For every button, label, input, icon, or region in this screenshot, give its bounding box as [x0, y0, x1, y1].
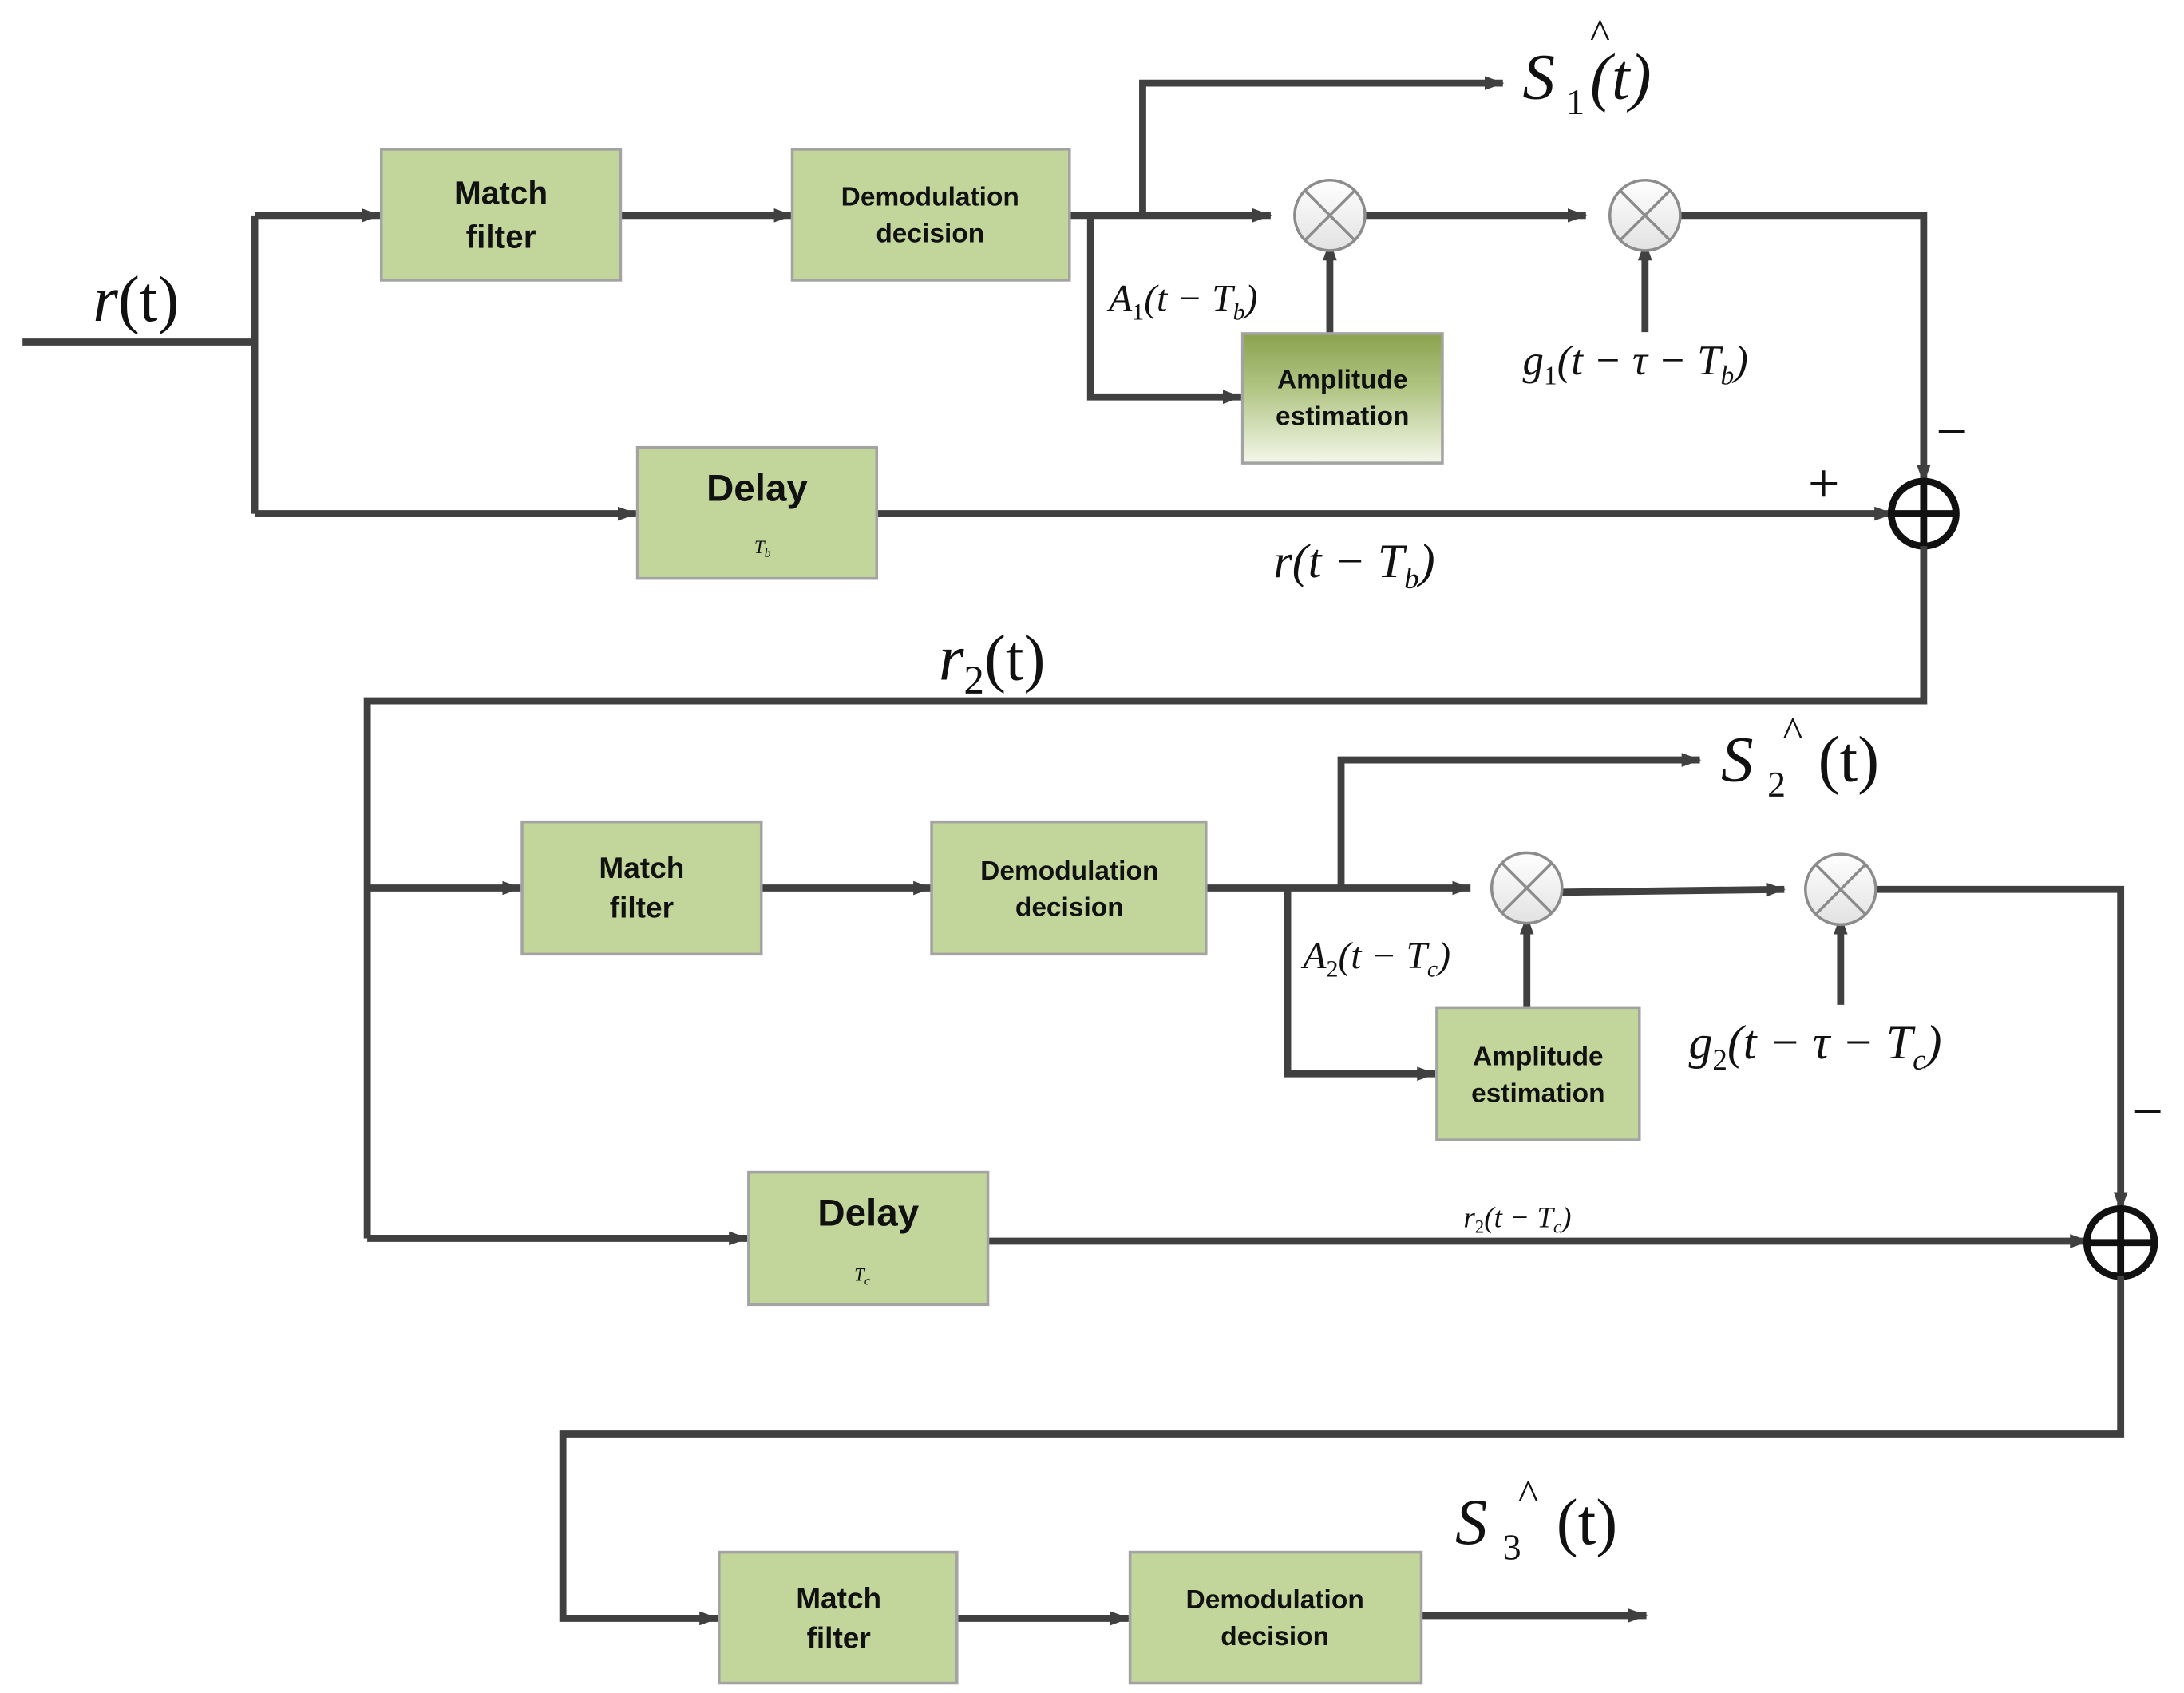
output-s2-label: S 2 ^ (t): [1721, 709, 1879, 804]
svg-text:(t): (t): [1557, 1486, 1618, 1558]
svg-text:S: S: [1455, 1486, 1488, 1558]
match-filter-block-2: Match filter: [520, 820, 763, 956]
sum-2-minus-sign: −: [2131, 1081, 2163, 1143]
delay-block-2: Delay Tc: [747, 1170, 990, 1307]
demodulation-block-2: Demodulation decision: [930, 820, 1208, 956]
summing-junction-2: [2083, 1205, 2158, 1280]
stage-1-wires: [22, 76, 1931, 521]
output-s1-label: S 1 ^ (t): [1522, 11, 1651, 122]
amp-est-label-line1: Amplitude: [1277, 366, 1408, 395]
amp-signal-a2-label: A2(t − Tc): [1300, 936, 1450, 983]
svg-text:^: ^: [1783, 709, 1803, 755]
g1-signal-label: g1(t − τ − Tb): [1522, 338, 1747, 390]
r2-signal-label: r2(t): [939, 623, 1046, 704]
input-signal-label: r(t): [93, 263, 179, 335]
svg-text:decision: decision: [1221, 1622, 1329, 1651]
match-filter-label-line1: Match: [454, 175, 548, 212]
svg-text:filter: filter: [807, 1620, 871, 1654]
svg-text:estimation: estimation: [1471, 1078, 1604, 1108]
stage-3: Match filter Demodulation decision S 3 ^…: [718, 1472, 1648, 1685]
demod-label-line2: decision: [876, 219, 984, 248]
summing-junction-1: [1887, 477, 1960, 550]
wire-residual-r2: [363, 546, 1928, 1239]
svg-text:filter: filter: [610, 891, 674, 924]
wire-mult-2a-to-mult-2b: [1560, 882, 1786, 897]
svg-text:decision: decision: [1015, 893, 1124, 923]
svg-text:S: S: [1522, 42, 1555, 113]
svg-text:2: 2: [1767, 764, 1786, 805]
stage-2-wires: [367, 753, 2128, 1248]
delay-param-tb: Tb: [754, 537, 771, 560]
delay-label: Delay: [706, 468, 808, 510]
svg-text:Demodulation: Demodulation: [1186, 1585, 1364, 1615]
wire-to-output-s2: [1337, 753, 1702, 888]
svg-text:(t): (t): [1818, 724, 1880, 796]
multiplier-1a: [1293, 179, 1367, 252]
wire-residual-r3: [559, 1276, 2125, 1626]
svg-text:3: 3: [1503, 1526, 1521, 1567]
svg-text:1: 1: [1566, 81, 1585, 122]
delayed-signal-2-label: r2(t − Tc): [1463, 1201, 1571, 1236]
svg-text:Demodulation: Demodulation: [980, 856, 1158, 886]
stage-2: Match filter Demodulation decision Ampli…: [367, 709, 2163, 1307]
sum-1-plus-sign: +: [1808, 453, 1840, 515]
wire-cancel-to-sum-1: [1679, 212, 1931, 485]
wire-to-output-s1: [1139, 76, 1505, 216]
amp-est-label-line2: estimation: [1276, 402, 1409, 432]
multiplier-2b: [1804, 852, 1877, 927]
wire-to-amp-est-2: [1284, 888, 1437, 1082]
svg-text:Match: Match: [599, 851, 684, 884]
output-s3-label: S 3 ^ (t): [1455, 1472, 1617, 1567]
demodulation-block-1: Demodulation decision: [790, 148, 1071, 282]
demodulation-block-3: Demodulation decision: [1128, 1550, 1423, 1685]
wire-to-amp-est-1: [1086, 215, 1243, 405]
match-filter-block-3: Match filter: [718, 1550, 959, 1685]
amp-signal-a1-label: A1(t − Tb): [1106, 279, 1257, 326]
multiplier-2a: [1490, 851, 1564, 925]
svg-text:^: ^: [1590, 11, 1610, 57]
delayed-signal-1-label: r(t − Tb): [1273, 535, 1434, 595]
svg-text:^: ^: [1518, 1472, 1538, 1518]
stage-1: Match filter Demodulation decision Ampli…: [22, 11, 1968, 595]
svg-text:Match: Match: [796, 1581, 881, 1615]
svg-text:Delay: Delay: [817, 1193, 919, 1235]
match-filter-block-1: Match filter: [379, 148, 623, 282]
multiplier-1b: [1608, 179, 1682, 252]
demod-label-line1: Demodulation: [841, 183, 1019, 212]
amplitude-estimation-block-1: Amplitude estimation: [1240, 332, 1444, 465]
sum-1-minus-sign: −: [1936, 401, 1968, 463]
svg-text:(t): (t): [1590, 42, 1652, 113]
g2-signal-label: g2(t − τ − Tc): [1688, 1016, 1941, 1077]
svg-text:Amplitude: Amplitude: [1473, 1042, 1604, 1072]
match-filter-label-line2: filter: [466, 218, 536, 255]
amplitude-estimation-block-2: Amplitude estimation: [1435, 1006, 1641, 1141]
svg-text:S: S: [1721, 724, 1754, 796]
delay-block-1: Delay Tb: [635, 445, 879, 580]
delay-param-tc: Tc: [854, 1264, 870, 1288]
wire-cancel-to-sum-2: [1874, 885, 2128, 1212]
